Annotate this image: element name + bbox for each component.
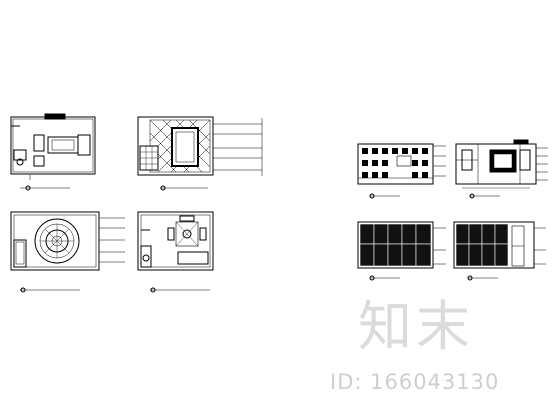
plan-ceiling-round-panel [10, 211, 125, 293]
ceiling-living-panel [137, 116, 263, 191]
elev-c-panel [357, 221, 446, 281]
elev-a-panel [357, 143, 446, 199]
elev-d-panel [453, 221, 546, 281]
elev-b-panel [455, 139, 548, 199]
plan-living-panel [10, 113, 96, 191]
watermark-id: ID: 166043130 [330, 370, 500, 394]
plan-dining-panel [137, 211, 214, 293]
watermark-brand: 知末 [358, 295, 474, 358]
